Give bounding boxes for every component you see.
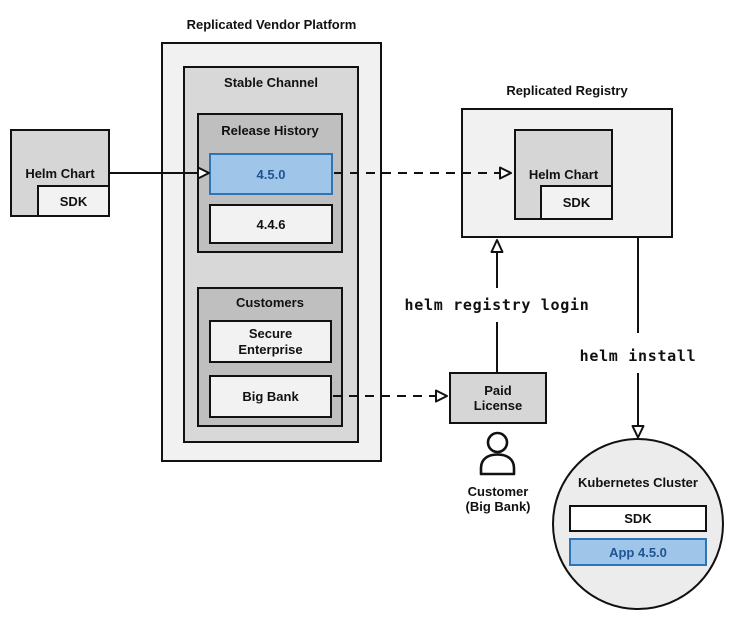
stable-channel-title: Stable Channel [224, 75, 318, 90]
customer-secure-enterprise-label: Secure Enterprise [238, 326, 303, 357]
cluster-app-label: App 4.5.0 [609, 544, 667, 560]
source-sdk-label: SDK [59, 193, 88, 209]
kubernetes-cluster-title: Kubernetes Cluster [578, 475, 698, 490]
customer-big-bank-label: Big Bank [242, 389, 299, 404]
registry-helm-chart-box: Helm Chart SDK [514, 129, 613, 220]
source-helm-chart-label: Helm Chart [25, 165, 95, 181]
person-icon [479, 431, 516, 476]
customer-caption-line1: Customer [467, 484, 529, 499]
customer-big-bank-box: Big Bank [209, 375, 332, 418]
helm-install-command: helm install [579, 347, 697, 365]
source-helm-chart-box: Helm Chart SDK [10, 129, 110, 217]
helm-registry-login-command: helm registry login [404, 296, 590, 314]
cluster-sdk-label: SDK [624, 511, 652, 526]
release-4-5-0-box: 4.5.0 [209, 153, 333, 195]
replicated-registry-title: Replicated Registry [506, 83, 628, 98]
paid-license-box: Paid License [449, 372, 547, 424]
vendor-platform-title: Replicated Vendor Platform [186, 17, 357, 32]
customers-title: Customers [236, 295, 304, 310]
release-4-4-6-label: 4.4.6 [256, 216, 286, 232]
customer-caption-line2: (Big Bank) [465, 499, 531, 515]
release-history-title: Release History [221, 123, 319, 138]
registry-helm-chart-label: Helm Chart [528, 167, 599, 182]
cluster-sdk-box: SDK [569, 505, 707, 532]
source-sdk-box: SDK [37, 185, 110, 217]
customer-caption: Customer (Big Bank) [438, 484, 558, 515]
arrow-helm-install [631, 238, 645, 439]
registry-sdk-box: SDK [540, 185, 613, 220]
registry-sdk-label: SDK [562, 195, 591, 210]
cluster-app-box: App 4.5.0 [569, 538, 707, 566]
release-4-5-0-label: 4.5.0 [256, 166, 286, 182]
release-4-4-6-box: 4.4.6 [209, 204, 333, 244]
paid-license-label: Paid License [473, 383, 523, 413]
customer-secure-enterprise-box: Secure Enterprise [209, 320, 332, 363]
